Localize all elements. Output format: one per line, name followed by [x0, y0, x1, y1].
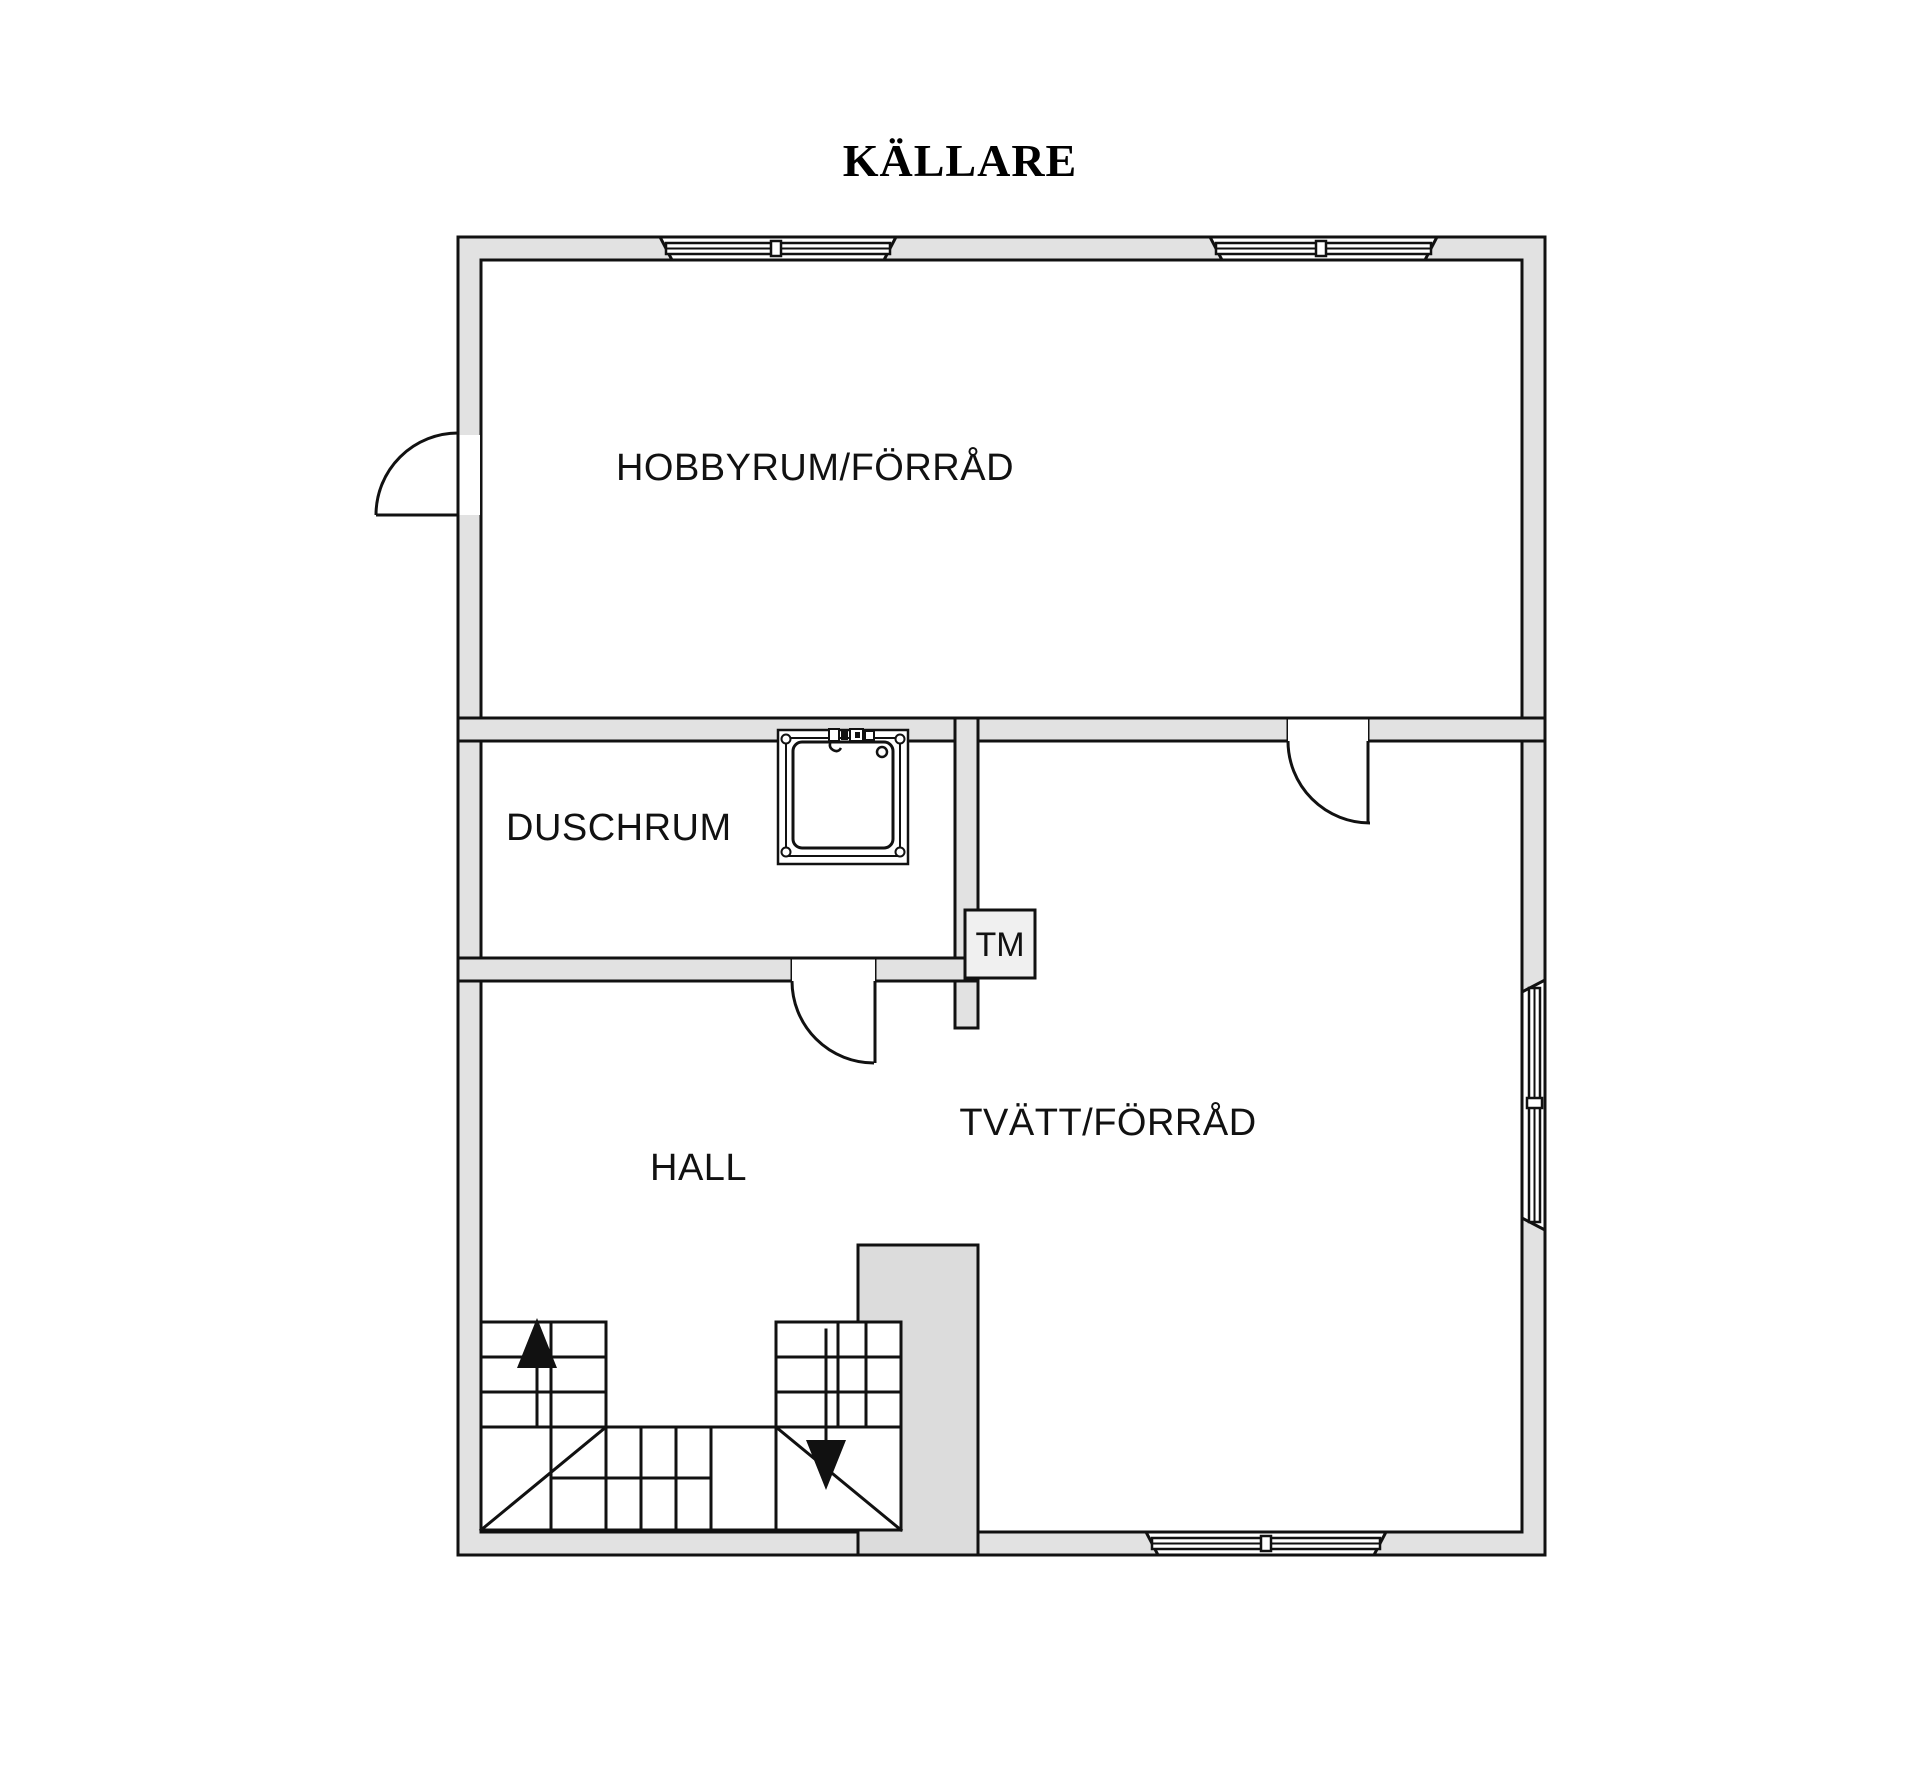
exterior-wall-ring [456, 235, 1547, 1557]
page-title: KÄLLARE [842, 135, 1078, 186]
wall-mid-horizontal-right-stub [1366, 716, 1547, 743]
shower-drain-icon [875, 745, 889, 759]
room-label-duschrum: DUSCHRUM [506, 807, 732, 849]
doors-group [374, 431, 1371, 1065]
door-hall-duschrum [790, 956, 877, 1065]
shower-corner-fitting [894, 733, 906, 745]
window-top-left [657, 235, 899, 262]
stair-winder-diagonal-left [478, 1424, 609, 1533]
room-label-hall: HALL [650, 1147, 747, 1189]
door-entry-left [374, 431, 482, 517]
appliance-tm-label: TM [975, 926, 1024, 964]
shower-mixer-icon [828, 728, 875, 753]
wall-mid-horizontal-right [976, 716, 1290, 743]
windows-group [657, 235, 1547, 1557]
interior-walls [456, 716, 1547, 1030]
exterior-walls [456, 235, 1547, 1557]
shower-cabin-fixture [776, 728, 910, 866]
wall-hall-top-right [873, 956, 980, 983]
stair-winder-diagonal-right [773, 1424, 904, 1533]
room-labels: HOBBYRUM/FÖRRÅD DUSCHRUM TVÄTT/FÖRRÅD HA… [506, 445, 1256, 1189]
window-bottom [1143, 1530, 1389, 1557]
wall-hall-top-left [456, 956, 794, 983]
shower-corner-fitting [780, 733, 792, 745]
room-label-hobbyrum: HOBBYRUM/FÖRRÅD [616, 445, 1014, 489]
shower-corner-fitting [894, 846, 906, 858]
window-right [1520, 977, 1547, 1233]
appliance-tm: TM [963, 908, 1037, 980]
door-hobbyrum-tvatt [1286, 716, 1371, 825]
room-label-tvatt: TVÄTT/FÖRRÅD [959, 1100, 1256, 1144]
window-top-right [1207, 235, 1440, 262]
shower-corner-fitting [780, 846, 792, 858]
stair-down-arrow-icon [806, 1328, 846, 1490]
staircase [478, 1318, 904, 1533]
stair-up-arrow-icon [517, 1318, 557, 1429]
